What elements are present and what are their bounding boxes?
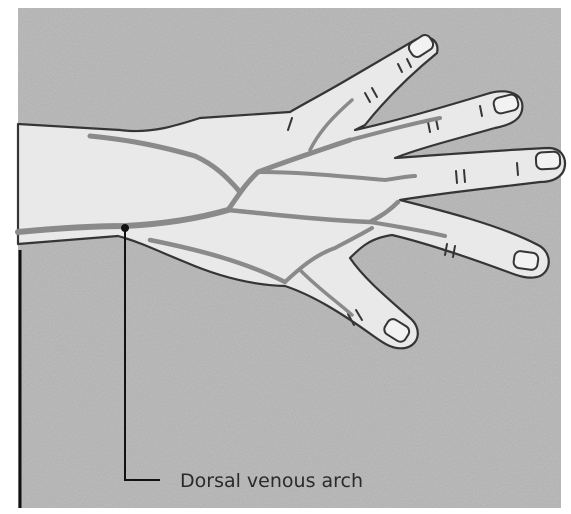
dorsal-venous-arch-label: Dorsal venous arch: [180, 470, 363, 492]
